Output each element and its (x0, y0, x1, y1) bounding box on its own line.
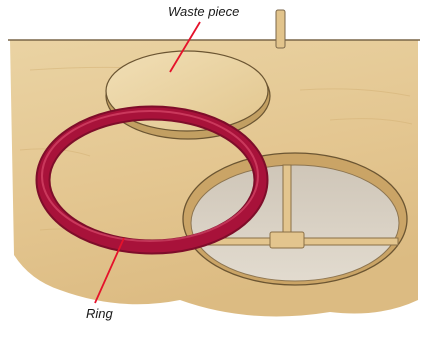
ring-label: Ring (86, 306, 113, 321)
waste-piece-disc (106, 51, 270, 139)
center-pin (276, 10, 285, 48)
waste-piece-label: Waste piece (168, 4, 239, 19)
routed-hole (183, 153, 407, 285)
